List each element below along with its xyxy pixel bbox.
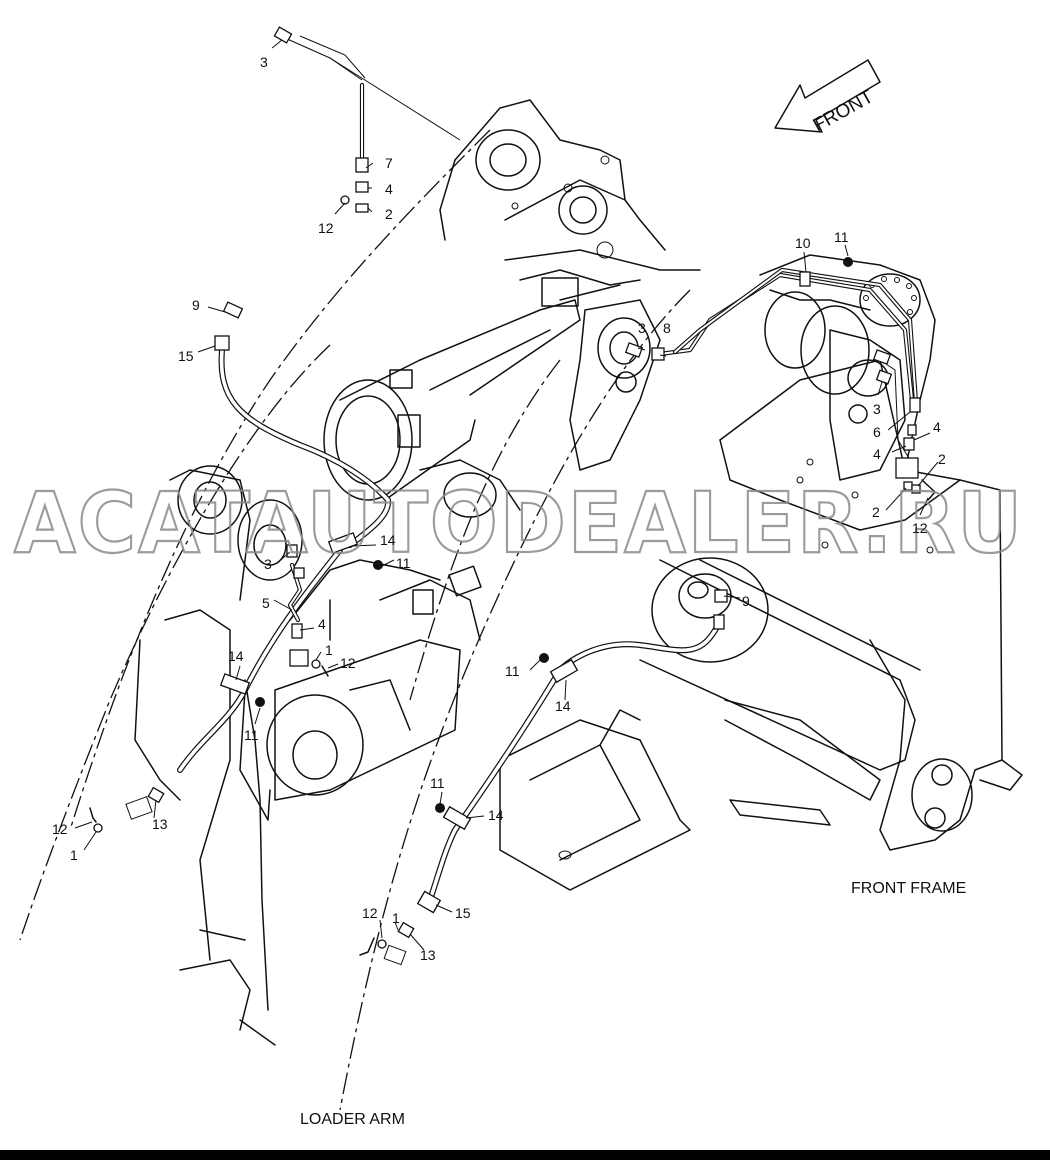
lift-cylinder-right [639, 557, 921, 826]
callout: 12 [340, 655, 356, 671]
front-frame-tower [759, 254, 936, 481]
loader-arm-left [134, 459, 521, 1011]
callout: 1 [392, 910, 400, 926]
callout: 9 [192, 297, 200, 313]
callout: 12 [362, 905, 378, 921]
loader-arm-lower [179, 929, 276, 1046]
watermark: ACATAUTODEALER.RU [14, 474, 1024, 572]
callout: 11 [834, 229, 849, 245]
loader-arm-centerlines [19, 129, 691, 1111]
callout: 3 [260, 54, 268, 70]
bellcrank-upper [439, 99, 701, 286]
callout: 3 [638, 320, 646, 336]
callout: 8 [663, 320, 671, 336]
front-frame-plate [719, 359, 1023, 851]
callout: 14 [380, 532, 396, 548]
callout: 7 [385, 155, 393, 171]
front-arrow-label: FRONT [810, 86, 878, 136]
callout: 4 [318, 616, 326, 632]
callout: 14 [228, 648, 244, 664]
front-arrow: FRONT [774, 59, 881, 136]
callout: 3 [264, 556, 272, 572]
callout: 4 [933, 419, 941, 435]
callout: 12 [52, 821, 68, 837]
callout: 12 [318, 220, 334, 236]
callout-numbers: 3 7 4 2 12 9 15 3 8 10 11 3 6 4 4 2 2 12… [52, 54, 946, 963]
callout: 14 [555, 698, 571, 714]
callout: 5 [262, 595, 270, 611]
callout: 15 [455, 905, 471, 921]
callout: 2 [872, 504, 880, 520]
callout: 12 [912, 520, 928, 536]
callout: 14 [488, 807, 504, 823]
callout: 4 [385, 181, 393, 197]
callout: 1 [325, 642, 333, 658]
tower-pipes [287, 267, 919, 623]
callout: 13 [152, 816, 168, 832]
callout: 2 [938, 451, 946, 467]
callout: 9 [742, 593, 750, 609]
frame-pedestal [499, 709, 691, 891]
leader-lines [74, 39, 939, 951]
callout: 11 [505, 663, 520, 679]
top-pipe [284, 35, 461, 163]
front-frame-caption: FRONT FRAME [851, 880, 966, 897]
bucket-cylinder [323, 277, 621, 501]
callout: 3 [873, 401, 881, 417]
callout: 15 [178, 348, 194, 364]
callout: 1 [70, 847, 78, 863]
bottom-border [0, 1150, 1050, 1160]
loader-arm-caption: LOADER ARM [300, 1111, 405, 1128]
center-lever [569, 299, 661, 471]
callout: 11 [430, 775, 445, 791]
callout: 2 [385, 206, 393, 222]
callout: 6 [873, 424, 881, 440]
callout: 10 [795, 235, 811, 251]
callout: 11 [396, 555, 411, 571]
callout: 11 [244, 727, 259, 743]
callout: 13 [420, 947, 436, 963]
callout: 4 [873, 446, 881, 462]
fittings [89, 26, 936, 966]
